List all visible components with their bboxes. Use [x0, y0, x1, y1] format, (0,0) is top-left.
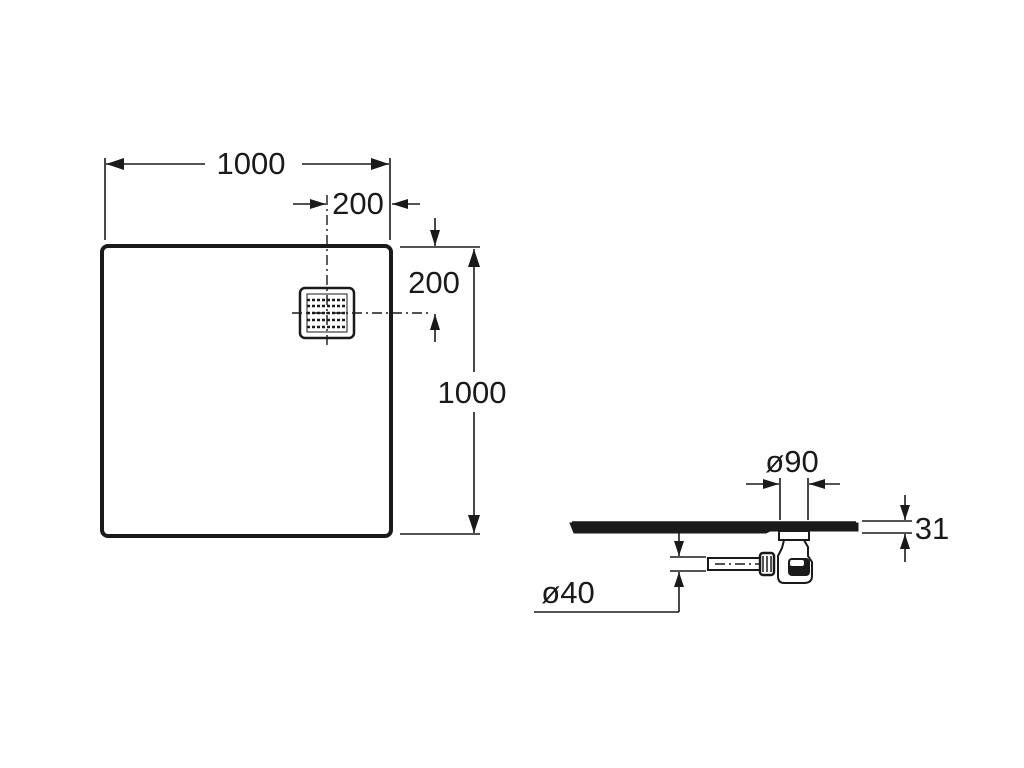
tray-profile	[569, 522, 859, 534]
drain-offset-y-label: 200	[408, 265, 460, 300]
outlet-diameter-dimension	[534, 532, 706, 613]
outlet-diameter-label: ø40	[541, 575, 594, 610]
height-label: 31	[915, 511, 949, 546]
width-dimension	[104, 158, 391, 240]
height-dimension	[862, 495, 912, 562]
drain-offset-x-label: 200	[332, 186, 384, 221]
drain-diameter-dimension	[746, 478, 840, 520]
plan-view: 1000 200 200 1000	[100, 146, 507, 538]
shower-tray-outline	[100, 244, 393, 538]
side-view: ø90 31 ø40	[534, 444, 949, 613]
drain-diameter-label: ø90	[765, 444, 818, 479]
depth-label: 1000	[438, 375, 507, 410]
drain-trap-icon	[707, 530, 813, 584]
width-label: 1000	[217, 146, 286, 181]
drain-offset-x-dimension	[293, 199, 420, 209]
drain-offset-y-dimension	[400, 218, 480, 342]
depth-dimension	[400, 249, 480, 535]
